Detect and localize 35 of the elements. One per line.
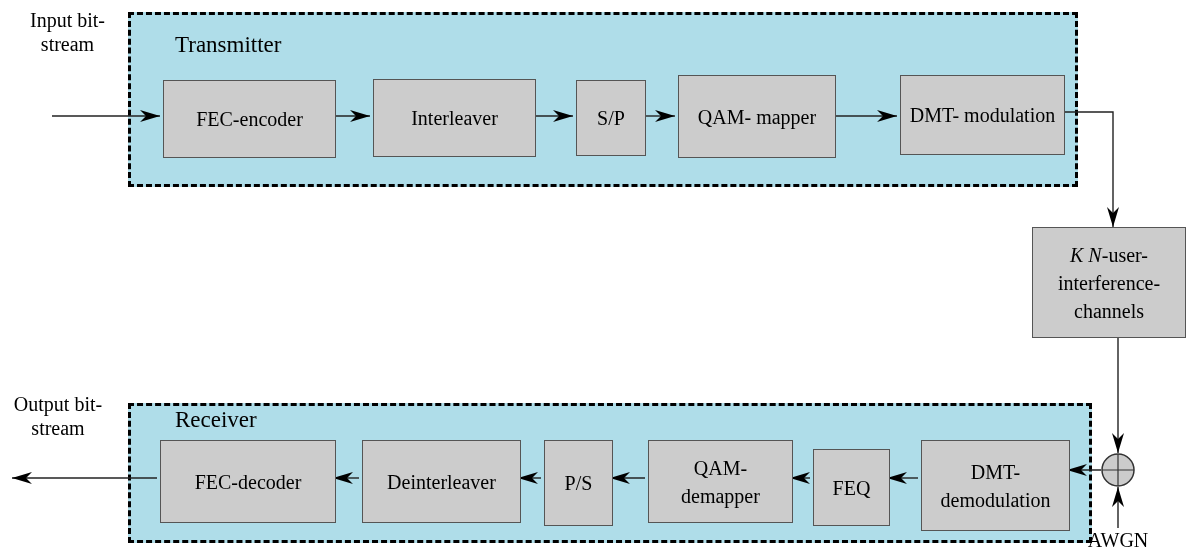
process-box <box>648 440 793 523</box>
process-box <box>163 80 336 158</box>
panel-title: Receiver <box>175 408 257 431</box>
arrow <box>1112 486 1124 529</box>
process-box <box>678 75 836 158</box>
process-box <box>373 79 536 157</box>
box-label: FEC-encoder <box>195 107 304 132</box>
arrow <box>51 110 161 122</box>
process-box <box>900 75 1065 155</box>
process-box <box>576 80 646 156</box>
box-label: QAM- demapper <box>680 455 761 510</box>
box-label: FEC-decoder <box>193 469 303 495</box>
box-label: P/S <box>563 471 594 496</box>
arrow <box>11 472 158 484</box>
summing-junction <box>1101 453 1135 487</box>
signal-label: Output bit-stream <box>12 392 104 440</box>
box-label: K N-user- interference- channels <box>1056 242 1162 324</box>
signal-label: Input bit-stream <box>29 8 106 56</box>
process-box <box>1032 227 1186 338</box>
dashed-panel <box>128 12 1078 187</box>
box-label: DMT- demodulation <box>939 459 1052 513</box>
box-label: S/P <box>596 106 626 131</box>
panel-title: Transmitter <box>175 33 282 56</box>
signal-label: AWGN <box>1087 528 1149 552</box>
process-box <box>921 440 1070 531</box>
box-label: Deinterleaver <box>386 469 497 495</box>
process-box <box>362 440 521 523</box>
process-box <box>813 449 890 526</box>
process-box <box>160 440 336 523</box>
box-label: DMT- modulation <box>908 103 1057 128</box>
box-label: FEQ <box>831 475 872 501</box>
process-box <box>544 440 613 526</box>
box-label: QAM- mapper <box>696 104 818 131</box>
arrow <box>1112 337 1124 454</box>
box-label: Interleaver <box>410 106 499 131</box>
